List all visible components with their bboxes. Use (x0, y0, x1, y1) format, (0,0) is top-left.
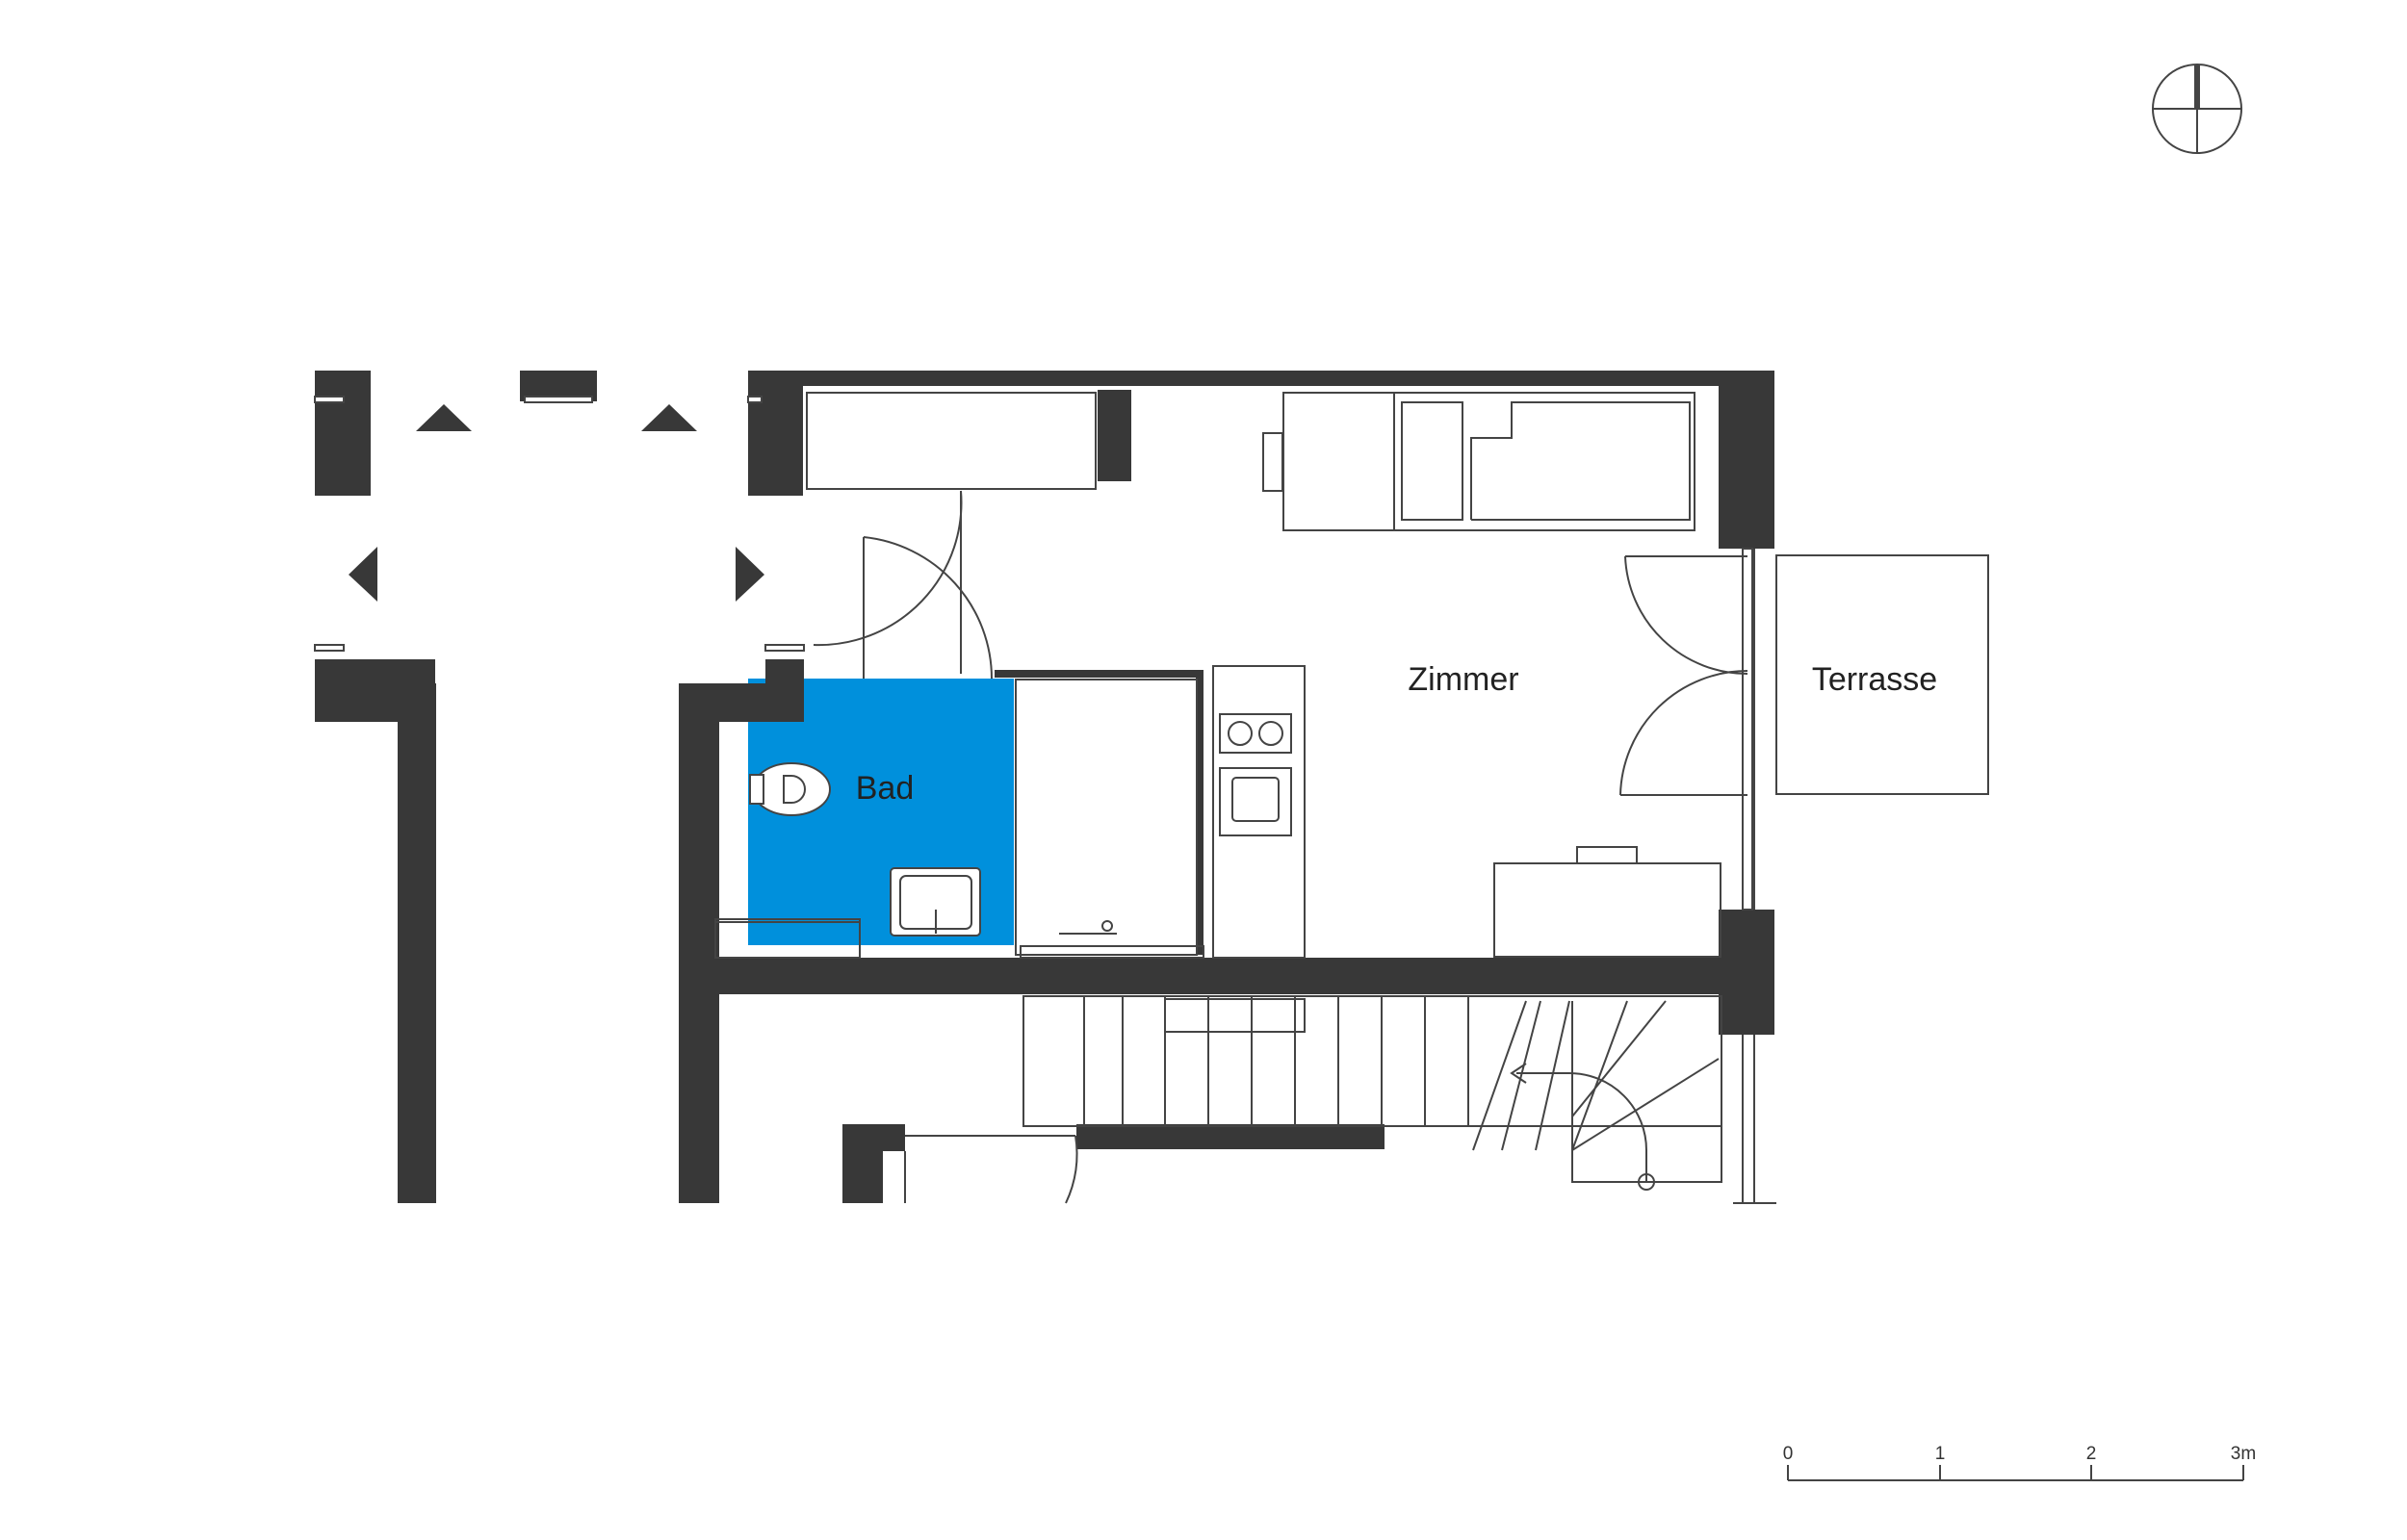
bath-storage (714, 921, 861, 959)
stair-wind-2 (1501, 1000, 1541, 1151)
window-mark-4 (314, 644, 345, 652)
kitchen-counter (1212, 665, 1306, 959)
shower-tray (1015, 679, 1198, 956)
stair-walk-line (1516, 1072, 1647, 1182)
stair-wind-1 (1472, 1000, 1527, 1151)
scale-label-2: 2 (2086, 1444, 2097, 1464)
bed-nightstand (1401, 401, 1463, 521)
entry-door-swing (863, 536, 993, 680)
cooktop-burner-left (1228, 721, 1253, 746)
corridor-arrows (349, 404, 764, 602)
stair-wind-5 (1571, 1000, 1667, 1117)
wall-lower-left-cap (842, 1124, 905, 1151)
scale-label-3: 3m (2231, 1444, 2256, 1464)
terrace-door-swing-bottom (1619, 670, 1748, 796)
stair-wind-3 (1535, 1000, 1570, 1151)
room-label-zimmer: Zimmer (1408, 661, 1518, 698)
arrow-up-right (641, 404, 697, 431)
terrace-door-swing-top (1624, 555, 1748, 676)
arrow-right (736, 547, 764, 602)
wall-window-marks (314, 396, 805, 652)
walls (315, 371, 1774, 1203)
wall-bottom-right-block (1719, 910, 1774, 1035)
stair-wind-4 (1571, 1000, 1628, 1151)
north-arrow-icon (2152, 64, 2242, 154)
window-mark-3 (747, 396, 763, 403)
cooktop (1219, 713, 1292, 754)
bed-blanket (1470, 401, 1691, 521)
stair-wind-6 (1571, 1058, 1720, 1151)
stair-start-mark (1638, 1173, 1655, 1191)
toilet-seat-mark (783, 775, 806, 804)
wall-stair-separation (712, 958, 1719, 994)
line-details (714, 392, 1989, 1204)
toilet-tank (749, 774, 764, 805)
wall-lower-mid (1076, 1124, 1385, 1149)
wall-top-right-block (1719, 371, 1774, 549)
wall-top-mid-post (1098, 390, 1131, 481)
scale-label-0: 0 (1783, 1444, 1794, 1464)
desk-chair (1262, 432, 1283, 492)
wall-top-left-post (748, 371, 803, 496)
entry-door-swing-2 (813, 490, 963, 647)
arrow-up-left (416, 404, 472, 431)
stair-arrow-head (1510, 1063, 1527, 1084)
bed-frame (1393, 392, 1695, 531)
bathroom-fixtures (749, 762, 981, 937)
scale-label-1: 1 (1935, 1444, 1946, 1464)
room-label-terrasse: Terrasse (1812, 661, 1937, 698)
wardrobe (806, 392, 1097, 490)
window-mark-1 (314, 396, 345, 403)
bathroom-partitions (995, 670, 1204, 955)
kitchen-sink (1219, 767, 1292, 836)
wall-corridor-left-long (398, 683, 436, 1203)
sideboard-chair (1576, 846, 1638, 864)
room-label-bad: Bad (856, 770, 915, 807)
cooktop-burner-right (1258, 721, 1283, 746)
lower-door-swing (1065, 1135, 1078, 1204)
terrace-area (1775, 554, 1989, 795)
bath-threshold-right (1020, 945, 1204, 959)
stair-zone (1022, 995, 1722, 1127)
wall-corridor-right-cap-post (765, 659, 804, 717)
stair-landing-box (1164, 998, 1306, 1033)
arrow-left (349, 547, 377, 602)
sideboard (1493, 862, 1721, 958)
window-mark-5 (764, 644, 805, 652)
kitchen-sink-bowl (1231, 777, 1280, 822)
desk (1282, 392, 1395, 531)
window-mark-2 (524, 396, 593, 403)
wall-corridor-left-top-block (315, 371, 371, 496)
wall-top (748, 371, 1719, 386)
shower-drain (1101, 920, 1113, 932)
terrace-frame-glass (1742, 548, 1753, 911)
scale-bar (1787, 1465, 2244, 1481)
wall-corridor-right-long (679, 683, 719, 1203)
